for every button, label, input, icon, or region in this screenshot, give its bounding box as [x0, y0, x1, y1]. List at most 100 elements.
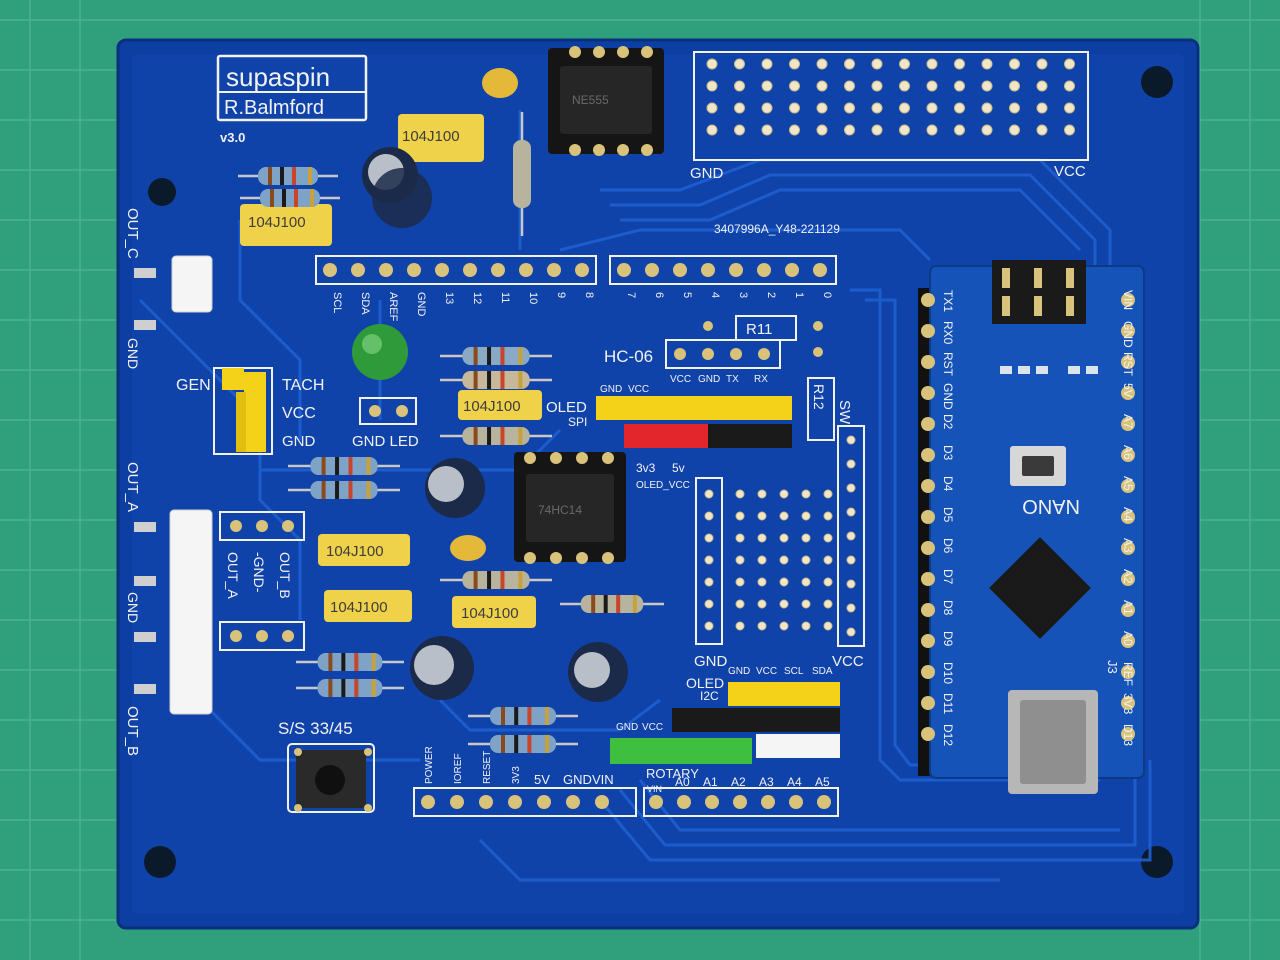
resistor-band: [366, 457, 371, 475]
gen-tach-header[interactable]: [213, 367, 273, 455]
capacitor-1: 104J100: [398, 114, 484, 162]
proto-hole: [844, 124, 855, 136]
header-pin: [757, 263, 771, 277]
nano-pin: [1121, 727, 1135, 741]
nano-pin: [921, 634, 935, 648]
bt-pin-label: RX: [754, 374, 768, 385]
power-pin-label: VIN: [592, 772, 614, 787]
pin-label: 12: [471, 292, 483, 304]
resistor-band: [335, 481, 340, 499]
proto-hole: [846, 603, 856, 613]
proto-hole: [899, 58, 910, 70]
proto-hole: [734, 58, 745, 70]
nano-pin-label: TX1: [941, 290, 955, 312]
i2c-label: I2C: [700, 689, 719, 703]
proto-hole: [846, 507, 856, 517]
proto-hole: [706, 58, 718, 70]
proto-hole: [1009, 58, 1020, 70]
proto-hole: [801, 511, 811, 521]
nano-pin: [1121, 541, 1135, 555]
proto-hole: [981, 102, 993, 114]
proto-gnd-label: GND: [694, 653, 728, 670]
out-ab-connector[interactable]: [134, 509, 213, 715]
electrolytic-cap-4: [410, 636, 474, 700]
power-pin-label: POWER: [424, 746, 435, 784]
bt-pin-label: TX: [726, 374, 739, 385]
proto-hole: [954, 58, 965, 70]
proto-hole: [899, 102, 910, 114]
proto-hole: [844, 58, 855, 70]
nano-pin: [1121, 479, 1135, 493]
proto-hole: [871, 58, 883, 70]
header-pin: [595, 795, 609, 809]
resistor-band: [501, 707, 505, 725]
electrolytic-cap-3: [425, 458, 485, 518]
lot-code: 3407996A_Y48-221129: [714, 222, 840, 236]
proto-hole: [1036, 102, 1048, 114]
header-pin: [508, 795, 522, 809]
proto-hole: [816, 102, 828, 114]
proto-hole: [801, 555, 811, 565]
proto-hole: [789, 124, 800, 136]
nano-pin-label: A4: [1121, 507, 1135, 522]
resistor-band: [473, 571, 478, 589]
oled-spi-label: OLED: [546, 399, 587, 416]
gnd-led-label: GND LED: [352, 433, 419, 450]
ic-middle: 74HC14: [514, 452, 626, 564]
header-pin: [705, 795, 719, 809]
nano-pin: [921, 603, 935, 617]
proto-hole: [823, 577, 833, 587]
header-pin: [817, 795, 831, 809]
vcc-left-label: VCC: [282, 405, 316, 422]
nano-pin: [921, 572, 935, 586]
header-pin: [813, 263, 827, 277]
tach-label: TACH: [282, 377, 324, 394]
led-pads: [359, 397, 417, 425]
proto-hole: [981, 58, 993, 70]
resistor-band: [341, 653, 346, 671]
spi-pin-label: VCC: [628, 384, 649, 395]
nano-pin: [1121, 572, 1135, 586]
ss-pushbutton[interactable]: [287, 743, 375, 813]
v33-label: 3v3: [636, 461, 656, 475]
resistor-band: [321, 457, 326, 475]
proto-hole: [801, 621, 811, 631]
oled-i2c-header[interactable]: [672, 682, 840, 758]
header-pin: [789, 795, 803, 809]
resistor-band: [310, 189, 314, 207]
header-pin: [379, 263, 393, 277]
nano-pin: [1121, 510, 1135, 524]
proto-hole: [789, 102, 800, 114]
rotary-pin-label: GND: [616, 722, 638, 733]
nano-pin: [1121, 603, 1135, 617]
proto-hole: [734, 80, 745, 92]
proto-hole: [761, 102, 773, 114]
proto-hole: [757, 533, 767, 543]
nano-pin-label: D5: [941, 507, 955, 523]
rotary-header[interactable]: [610, 738, 752, 764]
proto-hole: [823, 533, 833, 543]
svg-text:104J100: 104J100: [402, 128, 460, 145]
analog-pin-label: A5: [815, 775, 830, 789]
proto-hole: [926, 58, 938, 70]
i2c-pin-label: SDA: [812, 666, 833, 677]
resistor-band: [371, 679, 376, 697]
nano-pin-label: RST: [1121, 352, 1135, 377]
nano-pin: [921, 293, 935, 307]
spi-label: SPI: [568, 415, 587, 429]
resistor-band: [348, 481, 353, 499]
nano-pin-label: A5: [1121, 476, 1135, 491]
header-pin: [649, 795, 663, 809]
oled-spi-header[interactable]: [596, 396, 792, 448]
proto-hole: [735, 511, 745, 521]
proto-hole: [757, 599, 767, 609]
analog-pin-label: VIN: [647, 784, 662, 794]
pin-label: 3: [737, 292, 749, 298]
power-pin-label: IOREF: [453, 753, 464, 784]
resistor-band: [545, 707, 549, 725]
out-c-connector[interactable]: [134, 255, 213, 330]
proto-hole: [1064, 58, 1075, 70]
nano-pin: [1121, 417, 1135, 431]
proto-hole: [735, 555, 745, 565]
